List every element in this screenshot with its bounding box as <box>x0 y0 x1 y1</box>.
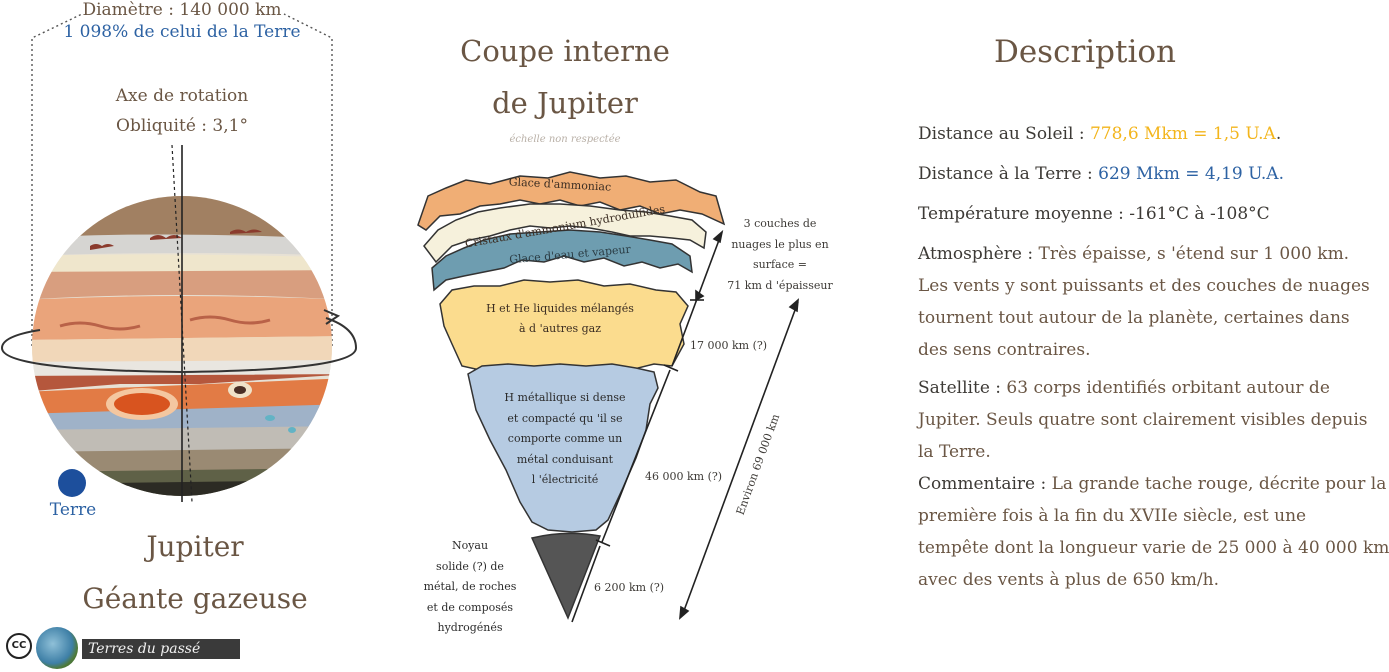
label-core-2: solide (?) de <box>436 559 504 573</box>
comment-block: Commentaire : La grande tache rouge, déc… <box>918 468 1389 596</box>
layer-ammonium-crystals <box>423 203 707 264</box>
label-core-5: hydrogénés <box>437 621 503 634</box>
atmosphere-line4: des sens contraires. <box>918 340 1091 360</box>
atmosphere-line1: Très épaisse, s 'étend sur 1 000 km. <box>1038 244 1350 264</box>
diameter-ratio: 1 098% de celui de la Terre <box>63 22 301 42</box>
satellite-block: Satellite : 63 corps identifiés orbitant… <box>918 372 1370 468</box>
label-metallic-3: comporte comme un <box>507 432 623 445</box>
satellite-line2: Jupiter. Seuls quatre sont clairement vi… <box>918 410 1368 430</box>
atmosphere-line2: Les vents y sont puissants et des couche… <box>918 276 1370 296</box>
layer-core <box>530 532 602 620</box>
planet-type: Géante gazeuse <box>82 582 308 615</box>
temperature-row: Température moyenne : -161°C à -108°C <box>918 198 1370 238</box>
atmosphere-block: Atmosphère : Très épaisse, s 'étend sur … <box>918 238 1370 366</box>
label-liquid-2: à d 'autres gaz <box>519 322 601 335</box>
comment-label: Commentaire : <box>918 474 1052 494</box>
satellite-line3: la Terre. <box>918 442 991 462</box>
description-body: Distance au Soleil : 778,6 Mkm = 1,5 U.A… <box>918 118 1389 596</box>
globe-logo-icon <box>36 627 78 669</box>
atmosphere-label: Atmosphère : <box>918 244 1039 264</box>
temperature-value: -161°C à -108°C <box>1129 204 1270 224</box>
clouds-note-3: surface = <box>752 258 807 271</box>
earth-distance-label: Distance à la Terre : <box>918 164 1099 184</box>
clouds-note-2: nuages le plus en <box>731 237 829 251</box>
sun-distance-end: . <box>1275 124 1282 144</box>
satellite-label: Satellite : <box>918 378 1007 398</box>
label-metallic-1: H métallique si dense <box>504 391 626 404</box>
label-metallic-2: et compacté qu 'il se <box>507 411 623 425</box>
rotation-arrow-icon <box>323 309 341 325</box>
dim-liquid-label: 17 000 km (?) <box>690 339 768 352</box>
comment-line3: tempête dont la longueur varie de 25 000… <box>918 538 1389 558</box>
layer-ammonia-ice <box>417 171 726 231</box>
sun-distance-row: Distance au Soleil : 778,6 Mkm = 1,5 U.A… <box>918 118 1370 158</box>
clouds-note-1: 3 couches de <box>743 217 817 230</box>
axis-label: Axe de rotation <box>115 86 249 106</box>
earth-dot <box>58 469 86 497</box>
cc-badge-icon: CC <box>6 633 32 659</box>
rotation-ring <box>0 317 358 374</box>
section-layers <box>417 171 726 620</box>
dim-core-label: 6 200 km (?) <box>594 581 665 594</box>
sun-distance-label: Distance au Soleil : <box>918 124 1090 144</box>
label-core-1: Noyau <box>451 539 489 552</box>
earth-distance-row: Distance à la Terre : 629 Mkm = 4,19 U.A… <box>918 158 1370 198</box>
label-metallic-4: métal conduisant <box>516 452 614 466</box>
sun-distance-value: 778,6 Mkm = 1,5 U.A <box>1089 124 1276 144</box>
scale-note: échelle non respectée <box>509 134 621 145</box>
clouds-note: 3 couches de nuages le plus en surface =… <box>722 214 838 296</box>
label-metallic-5: l 'électricité <box>531 473 599 486</box>
earth-distance-value: 629 Mkm = 4,19 U.A. <box>1098 164 1284 184</box>
label-core-3: métal, de roches <box>423 580 517 593</box>
section-title-line2: de Jupiter <box>492 86 638 120</box>
planet-name: Jupiter <box>146 530 244 563</box>
obliquity-label: Obliquité : 3,1° <box>116 116 248 136</box>
diameter-label: Diamètre : 140 000 km <box>82 0 282 20</box>
brand-label: Terres du passé <box>82 639 240 659</box>
label-core: Noyau solide (?) de métal, de roches et … <box>410 536 530 639</box>
label-liquid-1: H et He liquides mélangés <box>486 302 634 315</box>
dim-metallic-label: 46 000 km (?) <box>645 470 723 483</box>
description-title: Description <box>993 34 1177 70</box>
label-core-4: et de composés <box>426 600 514 614</box>
label-metallic: H métallique si dense et compacté qu 'il… <box>490 388 640 491</box>
comment-line2: première fois à la fin du XVIIe siècle, … <box>918 506 1307 526</box>
layer-water-ice <box>431 229 693 292</box>
satellite-line1: 63 corps identifiés orbitant autour de <box>1006 378 1330 398</box>
atmosphere-line3: tournent tout autour de la planète, cert… <box>918 308 1350 328</box>
earth-label: Terre <box>49 500 97 520</box>
temperature-label: Température moyenne : <box>918 204 1130 224</box>
dimension-lines <box>571 229 799 623</box>
clouds-note-4: 71 km d 'épaisseur <box>727 278 833 292</box>
comment-line1: La grande tache rouge, décrite pour la <box>1051 474 1387 494</box>
section-title-line1: Coupe interne <box>460 34 670 68</box>
comment-line4: avec des vents à plus de 650 km/h. <box>918 570 1220 590</box>
jupiter-planet <box>32 196 332 496</box>
